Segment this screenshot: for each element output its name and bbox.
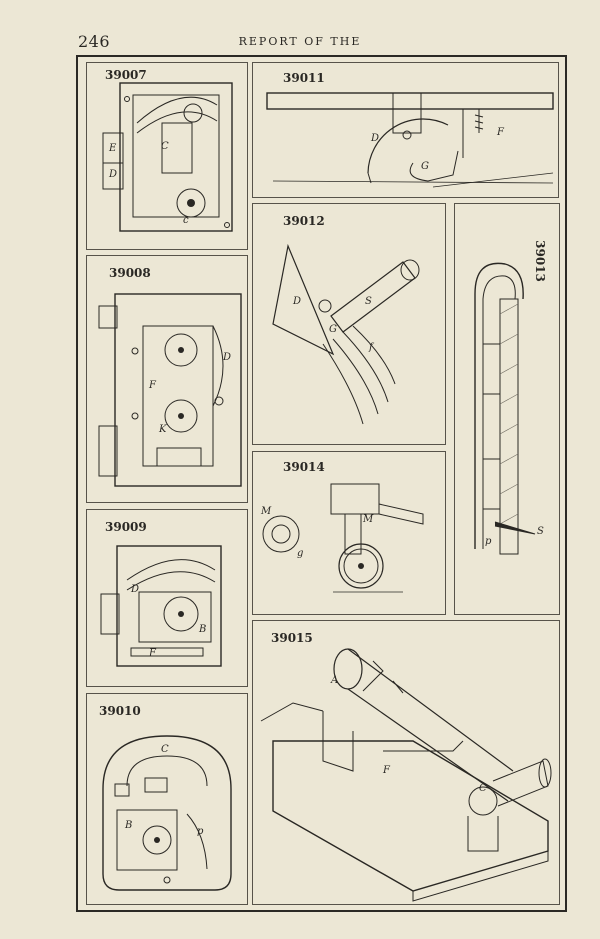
label-M: M xyxy=(260,506,272,517)
label-F: F xyxy=(148,648,157,659)
label-F: F xyxy=(148,380,157,391)
label-g: g xyxy=(297,548,303,559)
patent-number: 39015 xyxy=(271,631,313,645)
label-S: S xyxy=(365,296,372,307)
sled-runner-drawing-39013: S p xyxy=(474,262,544,555)
label-C: C xyxy=(161,141,169,152)
patent-number: 39012 xyxy=(283,214,325,228)
label-F: F xyxy=(382,765,391,776)
label-C: C xyxy=(479,783,487,794)
padlock-drawing-39010: C B p xyxy=(102,735,232,891)
figure-panel-39010: 39010 C B p xyxy=(86,693,248,905)
label-A: A xyxy=(330,675,338,686)
label-B: B xyxy=(198,624,206,635)
label-p: p xyxy=(197,826,204,837)
label-D: D xyxy=(222,352,231,363)
patent-number: 39008 xyxy=(109,266,151,280)
figure-panel-39007: 39007 E D C c xyxy=(86,62,248,250)
running-head: REPORT OF THE xyxy=(238,35,362,48)
label-E: E xyxy=(108,143,117,154)
figure-panel-39014: 39014 M g M xyxy=(252,451,446,615)
figure-panel-39012: 39012 D G S f xyxy=(252,203,446,445)
label-M2: M xyxy=(362,514,374,525)
label-S: S xyxy=(537,526,544,537)
lock-drawing-39008: D F K xyxy=(98,293,242,487)
figure-panel-39015: 39015 A F C xyxy=(252,620,560,905)
label-D: D xyxy=(130,584,139,595)
label-B: B xyxy=(124,820,132,831)
patent-number: 39010 xyxy=(99,704,141,718)
label-G: G xyxy=(421,161,429,172)
label-D: D xyxy=(108,169,117,180)
patent-number: 39007 xyxy=(105,68,147,82)
caster-drawing-39014: M g M xyxy=(260,483,424,593)
cultivator-drawing-39012: D G S f xyxy=(272,243,420,425)
label-G: G xyxy=(329,324,337,335)
page-number: 246 xyxy=(78,32,111,51)
figure-panel-39009: 39009 D B F xyxy=(86,509,248,687)
label-p: p xyxy=(485,536,492,547)
patent-number: 39009 xyxy=(105,520,147,534)
figure-panel-39013: 39013 S p xyxy=(454,203,560,615)
label-K: K xyxy=(158,424,167,435)
label-f: f xyxy=(368,342,375,353)
label-D: D xyxy=(370,133,379,144)
label-F: F xyxy=(496,127,505,138)
machine-drawing-39015: A F C xyxy=(260,648,552,902)
patent-number: 39014 xyxy=(283,460,325,474)
patent-number: 39011 xyxy=(283,71,325,85)
label-D: D xyxy=(292,296,301,307)
machine-drawing-39011: D F G xyxy=(266,92,554,188)
label-C: C xyxy=(161,744,169,755)
figure-panel-39011: 39011 D F G xyxy=(252,62,559,198)
figure-panel-39008: 39008 D F K xyxy=(86,255,248,503)
label-c: c xyxy=(183,215,189,226)
plate-frame: 39007 E D C c 39011 xyxy=(76,55,567,912)
lock-drawing-39007: E D C c xyxy=(102,82,233,232)
lock-drawing-39009: D B F xyxy=(100,545,222,667)
